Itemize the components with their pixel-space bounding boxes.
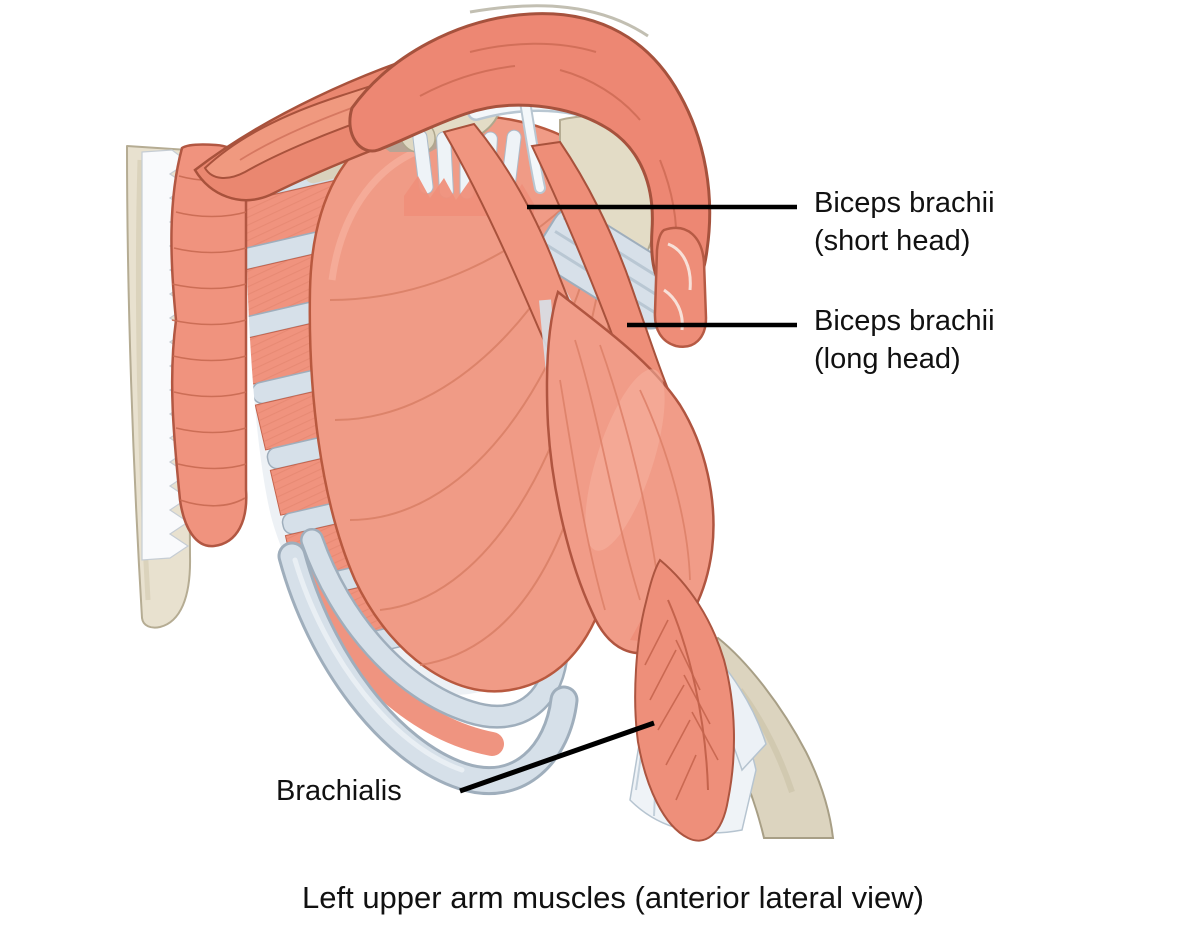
figure-caption: Left upper arm muscles (anterior lateral… (302, 880, 924, 915)
sternum-muscle-column (170, 143, 248, 548)
label-biceps-short-head: Biceps brachii (short head) (814, 187, 995, 257)
label-biceps-long-head: Biceps brachii (long head) (814, 305, 995, 375)
top-contour (469, 4, 649, 38)
leader-line-brachialis (459, 720, 655, 794)
lower-rib-loops (277, 528, 579, 795)
label-brachialis: Brachialis (276, 775, 402, 807)
humerus-cut-face (653, 226, 708, 349)
brachialis-muscle (634, 558, 735, 842)
